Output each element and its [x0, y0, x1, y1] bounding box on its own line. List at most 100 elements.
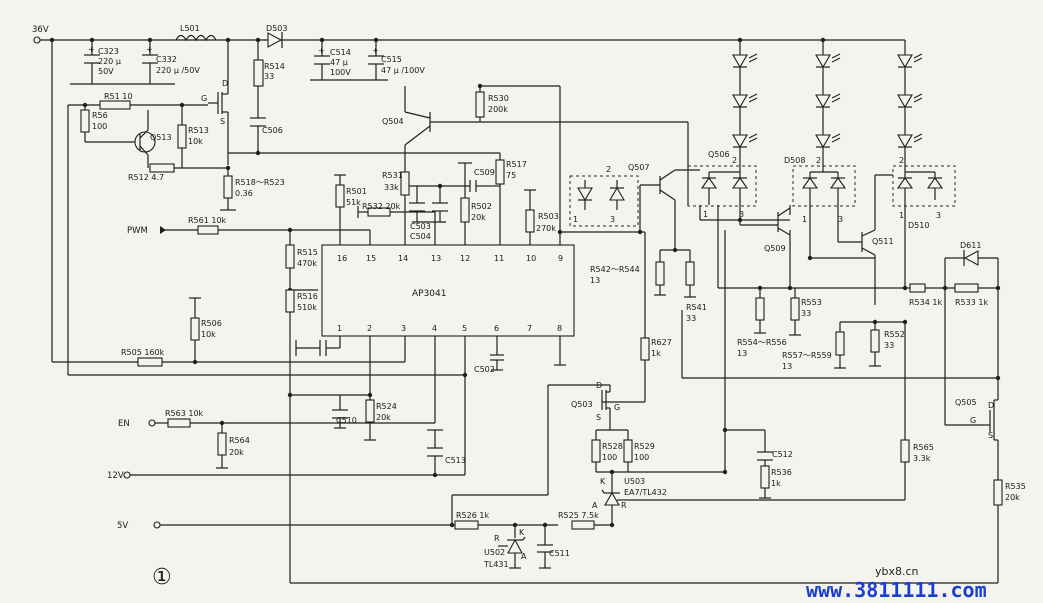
label-c515-value: 47 μ /100V [381, 66, 425, 75]
svg-text:2: 2 [816, 156, 821, 165]
label-r517-value: 75 [506, 171, 516, 180]
ic-pin-15: 15 [366, 254, 376, 263]
label-q511: Q511 [872, 237, 894, 246]
label-r557-value: 13 [782, 362, 792, 371]
label-r506-value: 10k [201, 330, 216, 339]
mosfet-q503: D G S [596, 381, 620, 422]
dual-diode-boxes: 2 1 3 2 1 3 2 1 [569, 156, 956, 227]
label-r517-name: R517 [506, 160, 527, 169]
label-r513-value: 10k [188, 137, 203, 146]
terminal-en [148, 419, 156, 427]
label-r531-value: 33k [384, 183, 399, 192]
svg-text:3: 3 [936, 211, 941, 220]
label-r554-name: R554～R556 [737, 338, 787, 347]
svg-text:G: G [970, 416, 976, 425]
label-r501-value: 51k [346, 198, 361, 207]
label-q506: Q506 [708, 150, 730, 159]
label-r56-value: 100 [92, 122, 107, 131]
terminal-12v-label: 12V [107, 471, 124, 481]
resistor-r518 [223, 175, 233, 199]
svg-text:D: D [988, 401, 994, 410]
dual-diode-box-d510: 2 1 3 [875, 156, 956, 220]
label-r51: R51 10 [104, 92, 132, 101]
label-r541-value: 33 [686, 314, 696, 323]
svg-text:2: 2 [732, 156, 737, 165]
label-q504: Q504 [382, 117, 404, 126]
label-r524-name: R524 [376, 402, 397, 411]
transistor-q513 [134, 129, 156, 156]
label-r541-name: R541 [686, 303, 707, 312]
arrow-pwm [160, 226, 166, 234]
svg-text:K: K [600, 477, 606, 486]
svg-text:2: 2 [899, 156, 904, 165]
label-r563: R563 10k [165, 409, 204, 418]
resistor-r514 [253, 59, 264, 87]
resistor-r561 [197, 225, 219, 235]
svg-text:+: + [372, 46, 379, 55]
terminal-5v-label: 5V [117, 521, 128, 531]
label-c323-name: C323 [98, 47, 119, 56]
label-r526: R526 1k [456, 511, 489, 520]
label-r525: R525 7.5k [558, 511, 599, 520]
ic-pin-8: 8 [557, 324, 562, 333]
ic-pin-16: 16 [337, 254, 347, 263]
resistor-r554 [755, 297, 765, 321]
mosfet-q505: D G S [970, 399, 998, 441]
label-l501: L501 [180, 24, 200, 33]
resistor-r535 [993, 479, 1003, 506]
label-c502: C502 [474, 365, 495, 374]
resistor-r528 [591, 439, 601, 463]
resistor-r505 [137, 357, 163, 367]
resistor-r501 [335, 184, 345, 208]
label-r627-value: 1k [651, 349, 661, 358]
label-u503-value: EA7/TL432 [624, 488, 667, 497]
label-r565-name: R565 [913, 443, 934, 452]
label-r534: R534 1k [909, 298, 942, 307]
transistor-q509 [760, 207, 791, 236]
label-r532: R532 20k [362, 202, 401, 211]
ground-stubs [189, 174, 881, 569]
label-q509: Q509 [764, 244, 786, 253]
resistor-r526 [454, 520, 479, 530]
label-u502-value: TL431 [483, 560, 509, 569]
resistor-r536 [760, 465, 770, 489]
label-c323-value: 220 μ [98, 57, 121, 66]
label-c514-name: C514 [330, 48, 351, 57]
ic-pin-3: 3 [401, 324, 406, 333]
resistor-r564 [217, 432, 227, 456]
diode-d611 [955, 250, 979, 266]
label-r505: R505 160k [121, 348, 165, 357]
label-r516-name: R516 [297, 292, 318, 301]
ic-pin-7: 7 [527, 324, 532, 333]
ic-pin-10: 10 [526, 254, 536, 263]
inductor-l501 [175, 34, 217, 42]
svg-text:S: S [220, 117, 225, 126]
ic-pins-bottom: 1 2 3 4 5 6 7 8 [337, 324, 562, 333]
label-r561: R561 10k [188, 216, 227, 225]
resistor-r51 [99, 100, 131, 110]
dual-diode-box-q506: 2 1 3 [687, 156, 757, 219]
resistor-r532 [367, 207, 391, 217]
resistor-r553 [790, 297, 800, 321]
led-string-3 [897, 53, 923, 155]
svg-text:G: G [614, 403, 620, 412]
resistor-r525 [571, 520, 595, 530]
regulator-u503: K A R [592, 477, 630, 510]
led-string-1 [732, 53, 758, 155]
label-r503-name: R503 [538, 212, 559, 221]
label-r503-value: 270k [536, 224, 556, 233]
resistor-r517 [495, 159, 505, 185]
watermark: ybx8.cn www.3811111.com [806, 565, 987, 602]
resistor-r503 [525, 209, 535, 233]
label-r529-name: R529 [634, 442, 655, 451]
resistor-r516 [285, 289, 295, 313]
label-c509: C509 [474, 168, 495, 177]
label-r536-value: 1k [771, 479, 781, 488]
label-r533: R533 1k [955, 298, 988, 307]
label-q507: Q507 [628, 163, 650, 172]
label-r518-name: R518～R523 [235, 178, 285, 187]
label-d611: D611 [960, 241, 981, 250]
resistors [80, 59, 1003, 530]
svg-text:D: D [596, 381, 602, 390]
label-d503: D503 [266, 24, 287, 33]
